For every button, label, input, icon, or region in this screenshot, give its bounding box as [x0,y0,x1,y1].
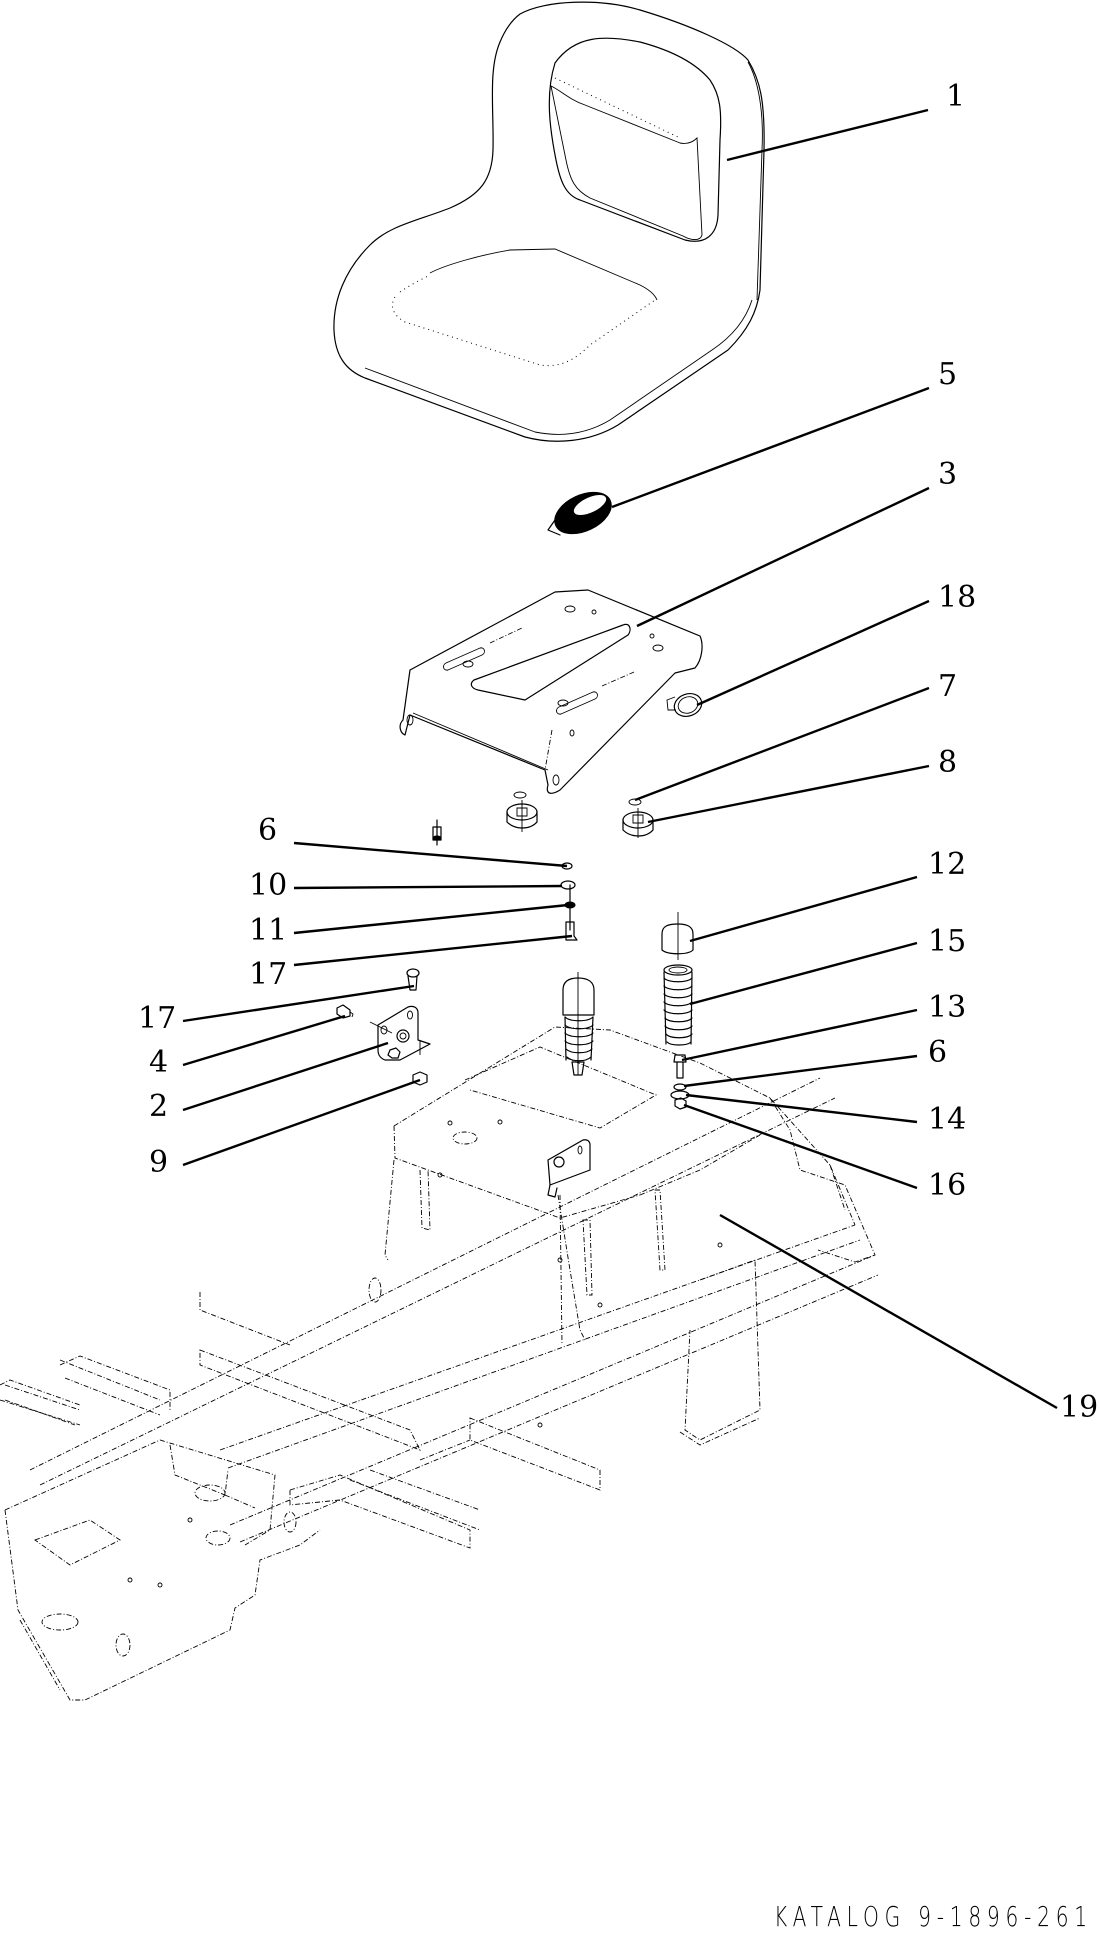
stud-bolt-part[interactable] [432,819,442,846]
flange-nut-part[interactable] [412,1071,428,1086]
leader-7 [634,686,930,802]
callout-17a: 17 [249,957,288,992]
spring-assembly-left-part[interactable] [562,972,595,1076]
spring-part[interactable] [663,964,693,1046]
callout-2: 2 [149,1089,169,1124]
leader-12 [689,875,918,943]
callout-6a: 6 [258,813,278,848]
callout-11: 11 [249,913,288,948]
knob-left-part[interactable] [506,791,538,832]
leader-1 [726,108,929,162]
leader-6a [293,841,568,868]
leader-4 [182,1014,346,1067]
callout-7: 7 [938,669,958,704]
callout-10: 10 [249,868,288,903]
callout-6b: 6 [928,1035,948,1070]
callout-13: 13 [928,990,967,1025]
callout-12: 12 [928,847,967,882]
callout-3: 3 [938,457,958,492]
leader-17a [293,934,573,967]
catalog-reference: KATALOG 9-1896-261 [774,1900,1093,1933]
adjustment-knob-part[interactable] [666,690,705,720]
leader-8 [647,764,930,824]
knob-part[interactable] [622,798,654,838]
callout-16: 16 [928,1168,967,1203]
callout-4: 4 [149,1045,169,1080]
leader-19 [719,1213,1058,1410]
leader-2 [182,1041,389,1112]
hinge-plate-part[interactable] [369,1005,431,1061]
leader-3 [636,486,930,628]
callout-9: 9 [149,1145,169,1180]
callout-8: 8 [938,745,958,780]
leader-17b [182,984,415,1023]
leader-14 [685,1093,918,1124]
leader-13 [681,1008,918,1062]
bolt-washer-nut-part[interactable] [670,1054,690,1110]
leader-15 [689,941,918,1006]
callout-15: 15 [928,924,967,959]
callout-14: 14 [928,1102,967,1137]
bolt-part[interactable] [406,968,420,991]
nut-part[interactable] [336,1004,354,1019]
leader-9 [182,1078,421,1167]
leader-lines [182,108,1058,1410]
leader-18 [696,599,930,707]
callout-18: 18 [938,580,977,615]
leader-10 [293,884,563,890]
callout-1: 1 [946,79,966,114]
frame-part[interactable] [0,1026,879,1701]
seat-switch-part[interactable] [547,484,618,542]
callout-17b: 17 [138,1001,177,1036]
seat-part[interactable] [333,1,765,442]
leader-5 [611,386,930,509]
callout-5: 5 [938,357,958,392]
callout-19: 19 [1060,1390,1099,1425]
seat-bracket-part[interactable] [399,589,703,794]
leader-6b [683,1054,918,1088]
leader-16 [683,1103,918,1190]
washer-stack-part[interactable] [560,862,578,941]
leader-11 [293,903,569,935]
spring-cap-part[interactable] [661,912,694,960]
